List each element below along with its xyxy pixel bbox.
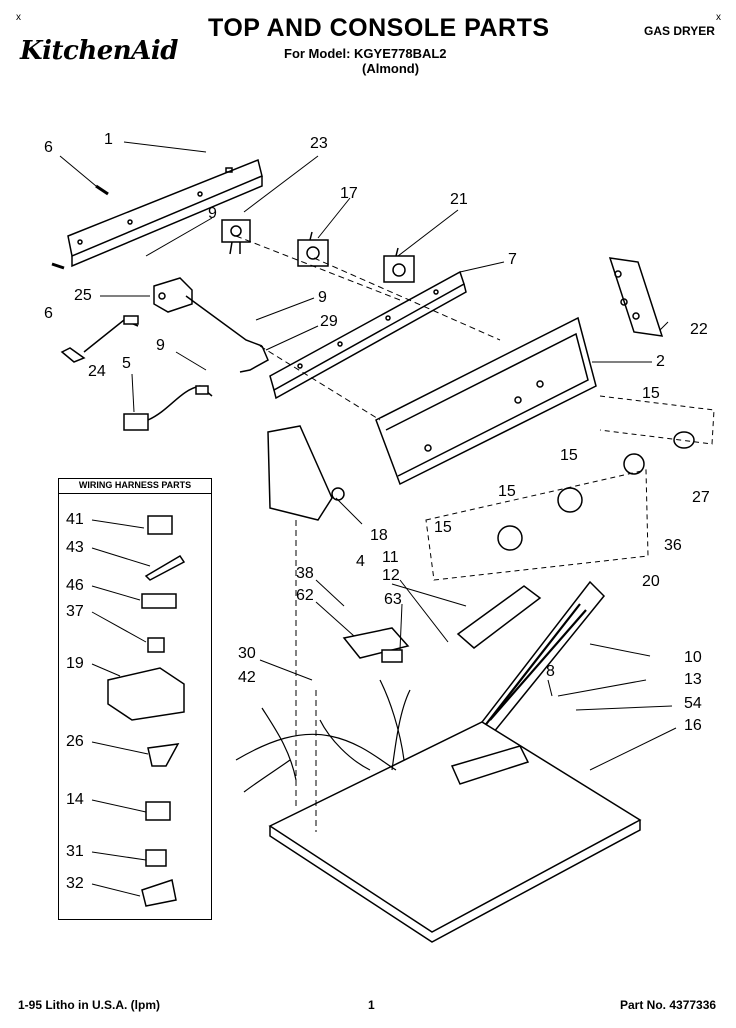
part-knobs <box>425 395 715 581</box>
callout-23: 23 <box>310 135 328 152</box>
callout-15: 15 <box>498 483 516 500</box>
part-23 <box>221 219 251 255</box>
callout-6: 6 <box>44 305 53 322</box>
callout-15: 15 <box>434 519 452 536</box>
product-type: GAS DRYER <box>644 24 715 38</box>
callout-21: 21 <box>450 191 468 208</box>
part-5 <box>123 385 213 431</box>
callout-2: 2 <box>656 353 665 370</box>
part-42-harness <box>235 679 411 793</box>
part-number: Part No. 4377336 <box>620 998 717 1012</box>
legend-item-26: 26 <box>66 733 84 750</box>
callout-63: 63 <box>384 591 402 608</box>
wiring-harness-legend <box>58 478 212 920</box>
callout-9: 9 <box>156 337 165 354</box>
part-10 <box>460 580 606 755</box>
legend-item-14: 14 <box>66 791 84 808</box>
part-4 <box>267 425 345 521</box>
callout-6: 6 <box>44 139 53 156</box>
callout-12: 12 <box>382 567 400 584</box>
legend-item-43: 43 <box>66 539 84 556</box>
part-62 <box>342 627 410 663</box>
legend-item-19: 19 <box>66 655 84 672</box>
legend-item-37: 37 <box>66 603 84 620</box>
callout-9: 9 <box>208 205 217 222</box>
legend-title: WIRING HARNESS PARTS <box>58 480 212 494</box>
callout-27: 27 <box>692 489 710 506</box>
callout-38: 38 <box>296 565 314 582</box>
callout-36: 36 <box>664 537 682 554</box>
part-17 <box>297 231 329 267</box>
page-number: 1 <box>368 998 375 1012</box>
color-line: (Almond) <box>362 61 420 76</box>
callout-24: 24 <box>88 363 106 380</box>
part-rear-bracket <box>67 158 263 268</box>
part-7 <box>269 270 467 400</box>
legend-item-32: 32 <box>66 875 84 892</box>
part-11 <box>456 585 542 649</box>
legend-item-46: 46 <box>66 577 84 594</box>
callout-8: 8 <box>546 663 555 680</box>
callout-11: 11 <box>382 549 399 566</box>
callout-7: 7 <box>508 251 517 268</box>
callout-5: 5 <box>122 355 131 372</box>
model-line: For Model: KGYE778BAL2 <box>284 46 447 61</box>
part-screws-6 <box>51 184 109 270</box>
corner-mark-left: x <box>16 12 21 23</box>
legend-item-31: 31 <box>66 843 84 860</box>
litho-note: 1-95 Litho in U.S.A. (lpm) <box>18 998 161 1012</box>
callout-42: 42 <box>238 669 256 686</box>
callout-20: 20 <box>642 573 660 590</box>
callout-10: 10 <box>684 649 702 666</box>
callout-4: 4 <box>356 553 365 570</box>
callout-22: 22 <box>690 321 708 338</box>
page-title: TOP AND CONSOLE PARTS <box>208 14 550 42</box>
legend-item-41: 41 <box>66 511 84 528</box>
part-22 <box>608 257 664 337</box>
callout-17: 17 <box>340 185 358 202</box>
callout-29: 29 <box>320 313 338 330</box>
callout-30: 30 <box>238 645 256 662</box>
callout-25: 25 <box>74 287 92 304</box>
callout-1: 1 <box>104 131 113 148</box>
legend-parts <box>107 515 186 907</box>
callout-15: 15 <box>560 447 578 464</box>
callout-54: 54 <box>684 695 702 712</box>
part-16-top <box>268 721 642 943</box>
part-2-console <box>375 316 597 486</box>
callout-15: 15 <box>642 385 660 402</box>
part-24 <box>60 315 139 363</box>
callout-9: 9 <box>318 289 327 306</box>
corner-mark-right: x <box>716 12 721 23</box>
part-21 <box>383 247 415 283</box>
callout-16: 16 <box>684 717 702 734</box>
callout-18: 18 <box>370 527 388 544</box>
callout-62: 62 <box>296 587 314 604</box>
callout-13: 13 <box>684 671 702 688</box>
brand-logo: KitchenAid <box>20 36 178 66</box>
part-25 <box>153 277 269 373</box>
